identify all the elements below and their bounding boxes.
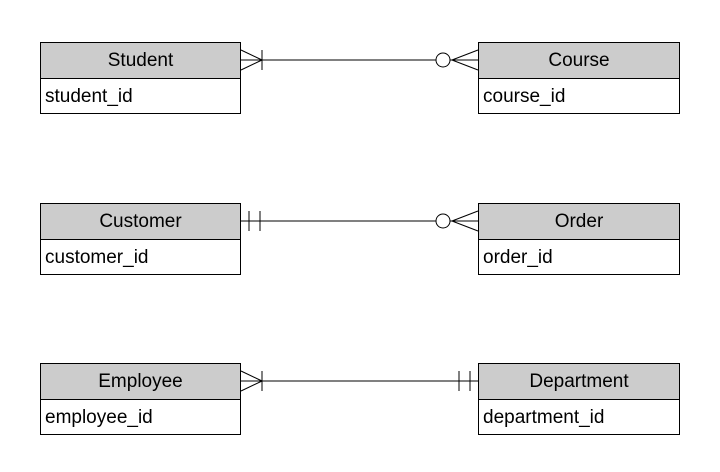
entity-customer-attribute-customer_id: customer_id: [41, 240, 240, 274]
entity-student-title: Student: [41, 43, 240, 79]
zero-cardinality-circle: [435, 52, 451, 68]
entity-course-title: Course: [479, 43, 679, 79]
zero-cardinality-circle: [435, 213, 451, 229]
entity-customer-title: Customer: [41, 204, 240, 240]
relationship-customer-order cardinality one-and-only-one-to-zero-or-many[interactable]: [241, 210, 479, 232]
entity-course-attribute-course_id: course_id: [479, 79, 679, 113]
entity-department-attribute-department_id: department_id: [479, 400, 679, 434]
relationship-employee-department cardinality one-or-many-to-one-and-only-one[interactable]: [240, 370, 478, 392]
entity-student-attribute-student_id: student_id: [41, 79, 240, 113]
entity-employee-title: Employee: [41, 364, 240, 400]
entity-employee-attribute-employee_id: employee_id: [41, 400, 240, 434]
entity-order-attribute-order_id: order_id: [479, 240, 679, 274]
relationship-student-course cardinality one-or-many-to-zero-or-many[interactable]: [240, 49, 479, 71]
entity-order-title: Order: [479, 204, 679, 240]
entity-department-title: Department: [479, 364, 679, 400]
